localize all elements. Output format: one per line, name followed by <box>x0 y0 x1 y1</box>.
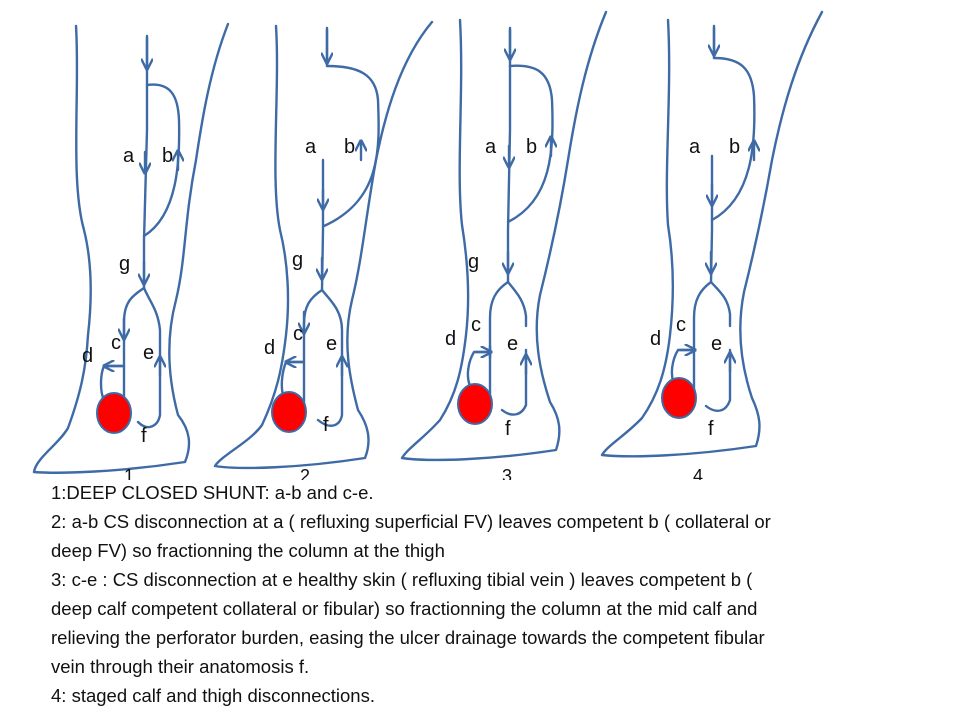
leg-2-calf-right <box>316 288 344 427</box>
leg-1-label-d: d <box>82 345 93 367</box>
leg-1-label-a: a <box>123 145 135 167</box>
leg-1-number: 1 <box>124 466 134 480</box>
leg-3-calf-left <box>488 280 510 412</box>
leg-3-calf-right-lower <box>500 348 528 416</box>
leg-4 <box>600 10 824 458</box>
leg-2-label-b: b <box>344 136 355 158</box>
leg-3-ulcer <box>457 383 493 425</box>
leg-2-calf-left <box>302 288 324 422</box>
leg-1-label-e: e <box>143 342 154 364</box>
legs-diagram: a b g c d e f 1 a b g c d e f 2 a b g c … <box>32 10 824 480</box>
leg-1-outline <box>32 22 230 474</box>
leg-2-label-c: c <box>293 323 303 345</box>
leg-4-label-f: f <box>708 418 714 440</box>
leg-3-label-a: a <box>485 136 497 158</box>
caption-line-2: 2: a-b CS disconnection at a ( refluxing… <box>51 511 771 532</box>
caption-line-4: 3: c-e : CS disconnection at e healthy s… <box>51 569 753 590</box>
leg-4-outline <box>600 10 824 458</box>
caption-line-5: deep calf competent collateral or fibula… <box>51 598 758 619</box>
leg-2-outline <box>213 20 434 470</box>
leg-4-label-d: d <box>650 328 661 350</box>
leg-3-label-f: f <box>505 418 511 440</box>
leg-4-ulcer <box>661 377 697 419</box>
leg-3-outline <box>400 10 608 462</box>
leg-3-label-e: e <box>507 333 518 355</box>
leg-3-label-b: b <box>526 136 537 158</box>
leg-3-calf-right-upper <box>506 280 528 328</box>
ulcers <box>96 377 697 434</box>
caption-line-3: deep FV) so fractionning the column at t… <box>51 540 445 561</box>
leg-1-label-b: b <box>162 145 173 167</box>
leg-3-number: 3 <box>502 466 512 480</box>
leg-2-number: 2 <box>300 466 310 480</box>
leg-2-bypass-b <box>322 64 380 228</box>
leg-3 <box>400 10 608 462</box>
leg-3-bypass-b <box>506 64 554 224</box>
leg-4-label-e: e <box>711 333 722 355</box>
leg-3-label-d: d <box>445 328 456 350</box>
leg-2-label-a: a <box>305 136 317 158</box>
leg-1-bypass-b <box>142 83 181 238</box>
leg-2-label-f: f <box>323 414 329 436</box>
leg-3-label-g: g <box>468 251 479 273</box>
caption-text: 1:DEEP CLOSED SHUNT: a-b and c-e. 2: a-b… <box>51 478 951 710</box>
caption-line-1: 1:DEEP CLOSED SHUNT: a-b and c-e. <box>51 482 374 503</box>
leg-3-perforator-d <box>466 350 492 388</box>
leg-4-label-c: c <box>676 314 686 336</box>
leg-2-label-g: g <box>292 249 303 271</box>
leg-1-label-g: g <box>119 253 130 275</box>
leg-2-label-e: e <box>326 333 337 355</box>
leg-4-calf-left <box>692 280 713 407</box>
leg-4-number: 4 <box>693 466 703 480</box>
caption-line-8: 4: staged calf and thigh disconnections. <box>51 685 375 706</box>
leg-1-label-c: c <box>111 332 121 354</box>
leg-1 <box>32 22 230 474</box>
leg-4-label-b: b <box>729 136 740 158</box>
leg-4-calf-right-upper <box>709 280 732 328</box>
caption-line-7: vein through their anatomosis f. <box>51 656 310 677</box>
leg-3-label-c: c <box>471 314 481 336</box>
leg-2-ulcer <box>271 391 307 433</box>
leg-2-label-d: d <box>264 337 275 359</box>
leg-4-calf-right-lower <box>704 348 732 412</box>
caption-line-6: relieving the perforator burden, easing … <box>51 627 765 648</box>
leg-2 <box>213 20 434 470</box>
leg-1-ulcer <box>96 392 132 434</box>
leg-1-label-f: f <box>141 425 147 447</box>
leg-4-bypass-b <box>710 56 756 222</box>
leg-4-label-a: a <box>689 136 701 158</box>
